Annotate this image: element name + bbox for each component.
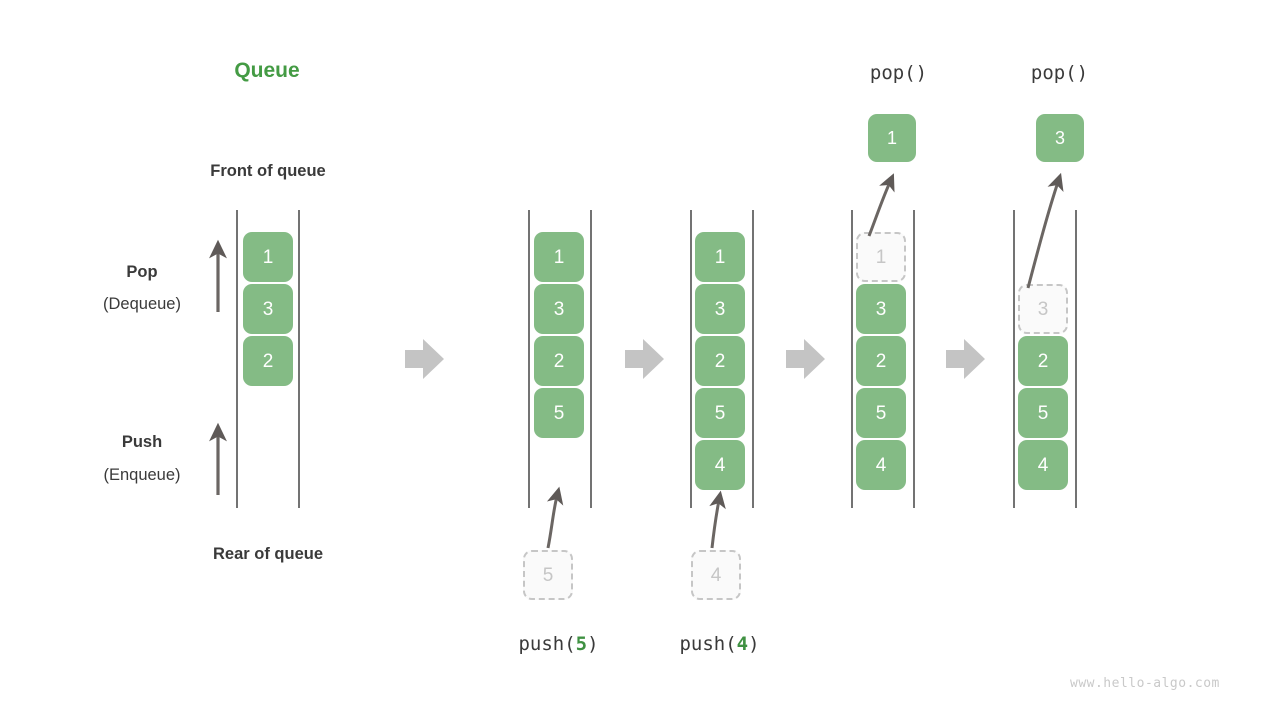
- rail-left: [851, 210, 853, 508]
- queue-cell-removed: 3: [1018, 284, 1068, 334]
- queue-cell[interactable]: 1: [243, 232, 293, 282]
- queue-cell[interactable]: 2: [695, 336, 745, 386]
- queue-cell[interactable]: 4: [856, 440, 906, 490]
- caption-push-4-value: 4: [736, 633, 749, 655]
- rear-of-queue-label: Rear of queue: [212, 545, 324, 563]
- dequeue-label: (Dequeue): [103, 295, 181, 313]
- push-label: Push: [121, 433, 163, 451]
- rail-left: [1013, 210, 1015, 508]
- rail-left: [236, 210, 238, 508]
- pop-3-arrow-icon: [1026, 172, 1064, 289]
- rail-right: [913, 210, 915, 508]
- push-5-arrow-icon: [546, 486, 564, 549]
- queue-cell[interactable]: 5: [856, 388, 906, 438]
- queue-cell[interactable]: 2: [1018, 336, 1068, 386]
- enqueue-label: (Enqueue): [103, 466, 181, 484]
- queue-cell-removed: 1: [856, 232, 906, 282]
- caption-push-5-suffix: ): [587, 633, 599, 655]
- queue-cell[interactable]: 4: [695, 440, 745, 490]
- queue-cell[interactable]: 1: [534, 232, 584, 282]
- queue-cell[interactable]: 4: [1018, 440, 1068, 490]
- queue-cell[interactable]: 2: [856, 336, 906, 386]
- caption-pop-1: pop(): [869, 62, 928, 84]
- popped-element[interactable]: 1: [868, 114, 916, 162]
- queue-cell[interactable]: 2: [534, 336, 584, 386]
- pop-label: Pop: [126, 263, 158, 281]
- caption-push-5-prefix: push(: [518, 633, 576, 655]
- front-of-queue-label: Front of queue: [210, 162, 326, 180]
- queue-cell[interactable]: 3: [534, 284, 584, 334]
- caption-push-4: push(4): [653, 633, 786, 655]
- queue-cell[interactable]: 2: [243, 336, 293, 386]
- queue-cell[interactable]: 3: [243, 284, 293, 334]
- incoming-element-ghost: 5: [523, 550, 573, 600]
- watermark: www.hello-algo.com: [1070, 676, 1220, 691]
- rail-right: [298, 210, 300, 508]
- caption-pop-3: pop(): [1030, 62, 1089, 84]
- caption-push-4-prefix: push(: [679, 633, 737, 655]
- page-title: Queue: [234, 59, 300, 82]
- pop-1-arrow-icon: [867, 173, 895, 237]
- caption-push-5-value: 5: [575, 633, 588, 655]
- rail-right: [1075, 210, 1077, 508]
- queue-cell[interactable]: 1: [695, 232, 745, 282]
- caption-push-4-suffix: ): [748, 633, 760, 655]
- queue-cell[interactable]: 3: [856, 284, 906, 334]
- rail-right: [752, 210, 754, 508]
- queue-cell[interactable]: 5: [1018, 388, 1068, 438]
- popped-element[interactable]: 3: [1036, 114, 1084, 162]
- push-4-arrow-icon: [709, 490, 726, 549]
- queue-cell[interactable]: 5: [695, 388, 745, 438]
- rail-left: [690, 210, 692, 508]
- queue-cell[interactable]: 5: [534, 388, 584, 438]
- queue-cell[interactable]: 3: [695, 284, 745, 334]
- rail-left: [528, 210, 530, 508]
- rail-right: [590, 210, 592, 508]
- incoming-element-ghost: 4: [691, 550, 741, 600]
- caption-push-5: push(5): [492, 633, 625, 655]
